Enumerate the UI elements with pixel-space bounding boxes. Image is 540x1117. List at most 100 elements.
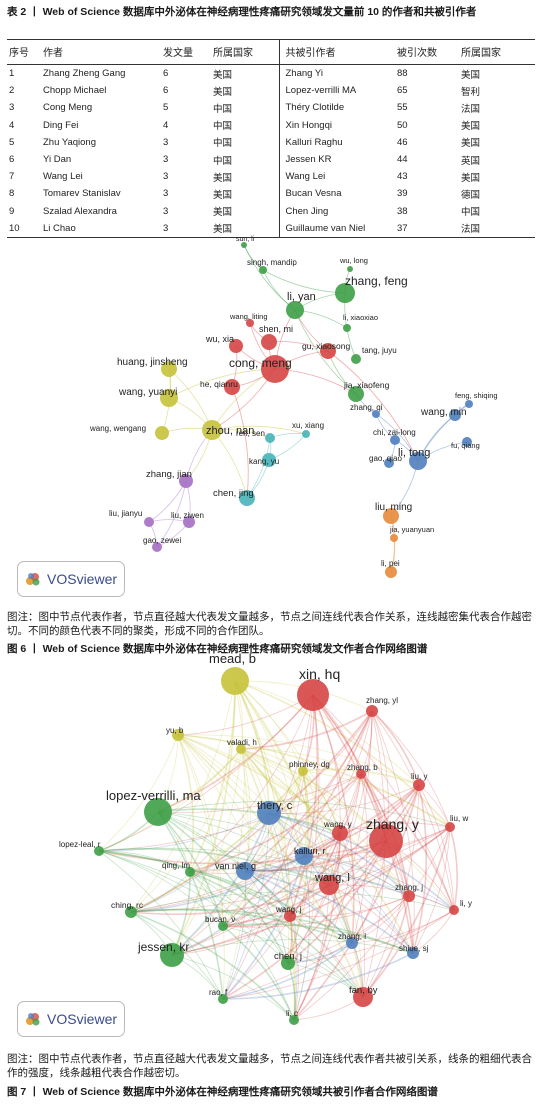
network-edge [371, 710, 451, 828]
figure-6-caption: 图 6 丨 Web of Science 数据库中外泌体在神经病理性疼痛研究领域… [7, 643, 428, 655]
node-label: zhang, y [366, 816, 419, 832]
network-edge [240, 748, 455, 911]
network-node [385, 566, 397, 578]
table-cell: 88 [397, 68, 408, 80]
network-edge [360, 710, 373, 775]
table-header-row: 序号 作者 发文量 所属国家 共被引作者 被引次数 所属国家 [7, 39, 535, 65]
network-node [155, 426, 169, 440]
network-node [236, 744, 246, 754]
network-edge [189, 773, 362, 873]
network-edge [222, 909, 455, 1000]
network-edge [244, 773, 362, 872]
node-label: thery, c [257, 800, 293, 812]
network-edge [312, 694, 387, 842]
node-label: zhang, yl [366, 696, 398, 705]
table-cell: 1 [9, 68, 15, 80]
network-edge [130, 710, 373, 913]
network-node [229, 339, 243, 353]
network-edge [98, 734, 179, 852]
col-header: 发文量 [161, 39, 211, 65]
network-node [161, 361, 177, 377]
network-edge [222, 680, 245, 927]
network-edge [351, 909, 455, 944]
table-cell: 7 [9, 171, 15, 183]
vosviewer-badge: VOSviewer [17, 1001, 125, 1037]
network-edge [157, 808, 341, 834]
table-cell: Kalluri Raghu [278, 133, 395, 151]
network-node [172, 729, 184, 741]
network-node [390, 435, 400, 445]
network-edge [222, 826, 451, 927]
network-node [383, 508, 399, 524]
table-cell: 6 [163, 85, 169, 97]
network-edge [287, 832, 341, 964]
network-edge [287, 773, 362, 964]
network-edge [222, 925, 364, 998]
network-edge [289, 773, 362, 917]
network-edge [130, 826, 451, 913]
network-edge [222, 784, 420, 927]
network-edge [231, 386, 249, 499]
node-label: gao, qiao [369, 454, 402, 463]
network-node [403, 890, 415, 902]
node-label: huang, jinsheng [117, 357, 188, 368]
vosviewer-badge: VOSviewer [17, 561, 125, 597]
table-cell: 4 [9, 119, 15, 131]
table-cell: 中国 [213, 138, 233, 150]
network-edge [371, 710, 420, 786]
network-edge [240, 748, 305, 857]
table-cell: 中国 [213, 103, 233, 115]
network-edge [268, 812, 410, 897]
network-edge [157, 811, 364, 998]
table-cell: Tomarev Stanislav [43, 188, 121, 200]
network-edge [189, 871, 289, 964]
node-label: kang, yu [249, 457, 279, 466]
table-cell: 43 [397, 171, 408, 183]
network-edge [222, 840, 387, 1000]
table-cell: 美国 [461, 172, 481, 184]
network-node [462, 437, 472, 447]
node-label: zhang, l [338, 932, 366, 941]
node-label: cong, meng [229, 356, 292, 370]
network-edge [268, 812, 414, 954]
network-edge [289, 915, 364, 998]
network-edge [244, 870, 455, 911]
node-label: gao, zewei [143, 536, 181, 545]
network-edge [98, 694, 314, 852]
network-edge [287, 770, 310, 964]
network-edge [269, 432, 307, 439]
network-edge [351, 895, 410, 944]
network-edge [244, 869, 410, 897]
node-label: lopez-leal, r [59, 840, 101, 849]
network-edge [303, 784, 420, 857]
node-label: chen, j [274, 951, 302, 962]
node-label: mead, b [209, 651, 256, 666]
network-edge [130, 855, 305, 913]
node-label: wang, y [323, 820, 352, 829]
network-edge [171, 680, 236, 956]
network-edge [339, 832, 366, 998]
network-edge [222, 942, 353, 1000]
col-header: 作者 [41, 39, 161, 65]
network-edge [293, 710, 373, 1021]
network-edge [157, 811, 353, 944]
node-label: li, y [460, 899, 472, 908]
network-node [295, 847, 313, 865]
network-edge [312, 694, 355, 944]
network-node [125, 906, 137, 918]
network-edge [130, 908, 414, 954]
network-edge [130, 911, 295, 1021]
node-label: liu, y [411, 772, 427, 781]
network-edge [130, 812, 270, 913]
network-edge [177, 734, 289, 964]
network-edge [130, 832, 341, 913]
table-cell: 39 [397, 188, 408, 200]
network-edge [328, 884, 414, 954]
network-edge [177, 734, 330, 886]
network-node [384, 458, 394, 468]
network-node [449, 905, 459, 915]
figure-7-caption: 图 7 丨 Web of Science 数据库中外泌体在神经病理性疼痛研究领域… [7, 1086, 438, 1098]
vosviewer-logo-icon [26, 573, 40, 586]
